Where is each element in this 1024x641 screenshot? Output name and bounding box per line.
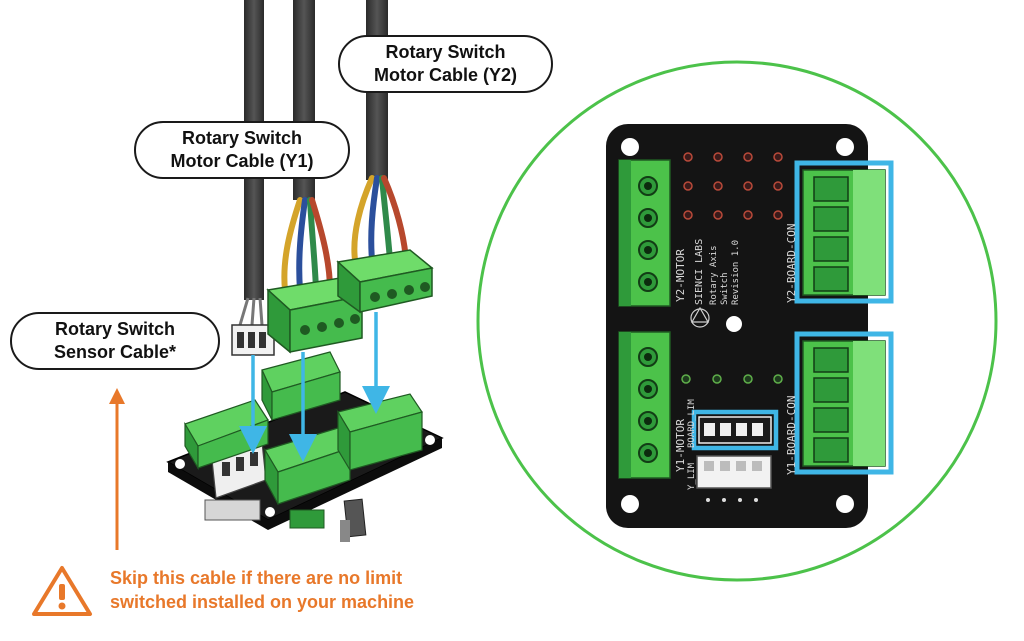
board-lim-header — [691, 409, 779, 451]
warning-message: Skip this cable if there are no limit sw… — [110, 566, 470, 614]
callout-sensor-cable: Rotary Switch Sensor Cable* — [10, 312, 220, 370]
isometric-board — [166, 351, 444, 542]
callout-line: Rotary Switch — [385, 42, 506, 62]
warning-triangle-icon — [32, 566, 92, 616]
insertion-arrows — [239, 312, 390, 462]
label-title-2: Switch — [720, 272, 730, 305]
label-board-lim: BOARD_LIM — [687, 399, 697, 448]
callout-line: Motor Cable (Y2) — [373, 65, 517, 85]
y2-plug — [336, 249, 434, 314]
callout-line: Rotary Switch — [54, 319, 176, 339]
warning-line-1: Skip this cable if there are no limit — [110, 568, 403, 588]
mount-hole — [836, 138, 854, 156]
orange-arrow — [109, 388, 125, 550]
led-grid — [683, 152, 783, 220]
label-y2-motor: Y2-MOTOR — [674, 249, 687, 302]
y2-motor-terminal — [618, 159, 671, 307]
y1-motor-terminal — [618, 331, 671, 479]
label-y1-board-con: Y1-BOARD-CON — [785, 396, 798, 475]
y1-wires — [281, 197, 333, 293]
callout-motor-cable-y1: Rotary Switch Motor Cable (Y1) — [134, 121, 350, 179]
label-title-1: Rotary Axis — [709, 245, 719, 305]
y1-board-con-header — [794, 331, 894, 475]
label-y-lim: Y_LIM — [687, 462, 697, 490]
label-brand: SIENCI LABS — [694, 239, 705, 305]
callout-motor-cable-y2: Rotary Switch Motor Cable (Y2) — [338, 35, 553, 93]
mount-hole — [621, 138, 639, 156]
center-hole — [726, 316, 742, 332]
mount-hole — [621, 495, 639, 513]
warning-line-2: switched installed on your machine — [110, 592, 415, 612]
callout-line: Sensor Cable* — [53, 342, 177, 362]
mount-hole — [836, 495, 854, 513]
isometric-assembly — [32, 0, 444, 616]
label-y1-motor: Y1-MOTOR — [674, 419, 687, 472]
callout-line: Rotary Switch — [181, 128, 303, 148]
pcb-closeup: Y2-MOTOR Y1-MOTOR BOARD_LIM Y_LIM SIENCI… — [476, 60, 998, 582]
y-lim-socket — [696, 455, 772, 502]
y2-wires — [351, 175, 409, 263]
label-y2-board-con: Y2-BOARD-CON — [785, 224, 798, 303]
label-revision: Revision 1.0 — [731, 240, 741, 305]
y2-board-con-header — [794, 160, 894, 304]
sienci-logo-icon — [690, 306, 710, 328]
callout-line: Motor Cable (Y1) — [170, 151, 314, 171]
status-leds — [681, 374, 783, 384]
